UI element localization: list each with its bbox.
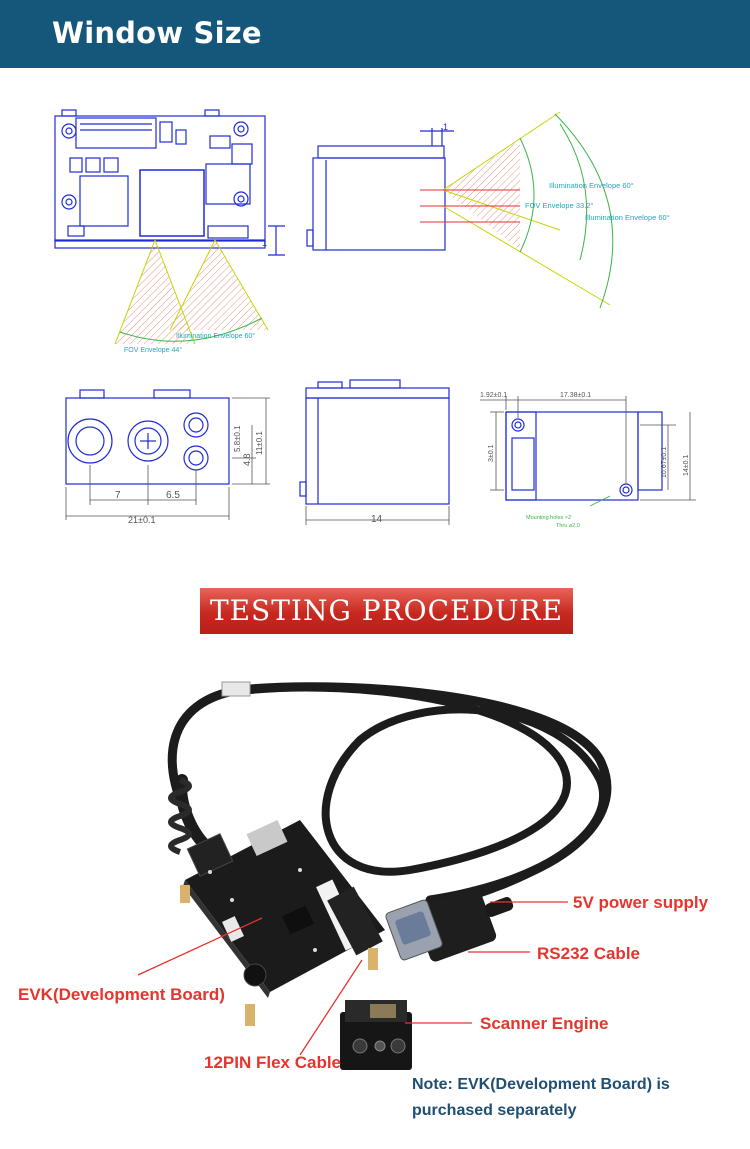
- dim-14: 14: [371, 514, 383, 525]
- label-rs232-cable: RS232 Cable: [537, 944, 640, 963]
- illumination-cone: [170, 240, 268, 330]
- dim-right-2: 11±0.1: [255, 431, 264, 455]
- module-side-view: [299, 379, 450, 505]
- dim-label: 1: [262, 238, 267, 248]
- evk-board: [180, 819, 385, 1026]
- dim-right-1: 5.8±0.1: [233, 425, 242, 452]
- cable-label-sleeve: [221, 681, 251, 697]
- dim-4-8: 4.8: [242, 453, 252, 466]
- illumination-envelope-label: Illumination Envelope 60°: [176, 332, 255, 340]
- illumination-envelope-top-label: Illumination Envelope 60°: [549, 181, 634, 190]
- label-power-supply: 5V power supply: [573, 893, 709, 912]
- fov-cone: [115, 240, 195, 344]
- header-bar: Window Size: [0, 0, 750, 68]
- front-view: [65, 389, 230, 485]
- mounting-note-1: Mounting holes ×2: [526, 515, 571, 521]
- dim-total-width: 21±0.1: [128, 515, 155, 525]
- front-view-dims: [65, 397, 270, 520]
- pointer-lines: [137, 901, 568, 1056]
- side-view: [306, 128, 454, 251]
- illumination-envelope: [443, 140, 520, 250]
- db9-connector: [385, 886, 514, 962]
- illumination-envelope-bottom-label: Illumination Envelope 60°: [585, 213, 670, 222]
- label-evk-board: EVK(Development Board): [18, 985, 225, 1004]
- dim-left: 3±0.1: [488, 444, 495, 462]
- side-view-dims: [305, 506, 450, 525]
- banner-title: TESTING PROCEDURE: [209, 594, 564, 627]
- page-title: Window Size: [52, 16, 262, 50]
- dim-label: 1: [443, 122, 448, 132]
- scanner-engine-module: [340, 1000, 412, 1070]
- dim-top-right: 17.38±0.1: [560, 392, 591, 399]
- purchase-note: Note: EVK(Development Board) is purchase…: [412, 1072, 732, 1124]
- dim-right-1: 10.67±0.1: [661, 447, 668, 478]
- pcb-top-view: [54, 109, 285, 256]
- label-scanner-engine: Scanner Engine: [480, 1014, 609, 1033]
- label-flex-cable: 12PIN Flex Cable: [204, 1053, 342, 1072]
- mounting-view-dims: [480, 396, 696, 501]
- fov-envelope-label: FOV Envelope 44°: [124, 346, 182, 354]
- dim-right-2: 14±0.1: [683, 455, 690, 476]
- technical-drawings: 1 Illumination Envelope 60° FOV Envelope…: [54, 109, 696, 529]
- fov-envelope-label: FOV Envelope 33.2°: [525, 201, 593, 210]
- dim-7: 7: [115, 490, 121, 501]
- note-line-2: purchased separately: [412, 1102, 577, 1119]
- product-photo: [137, 681, 612, 1070]
- dim-top-left: 1.92±0.1: [480, 392, 507, 399]
- note-line-1: Note: EVK(Development Board) is: [412, 1076, 670, 1093]
- mounting-view: [505, 411, 663, 501]
- coiled-cable: [168, 777, 192, 855]
- mounting-note-2: Thru ⌀2.0: [556, 523, 580, 529]
- dim-6-5: 6.5: [166, 490, 180, 501]
- testing-procedure-banner: TESTING PROCEDURE: [200, 588, 573, 634]
